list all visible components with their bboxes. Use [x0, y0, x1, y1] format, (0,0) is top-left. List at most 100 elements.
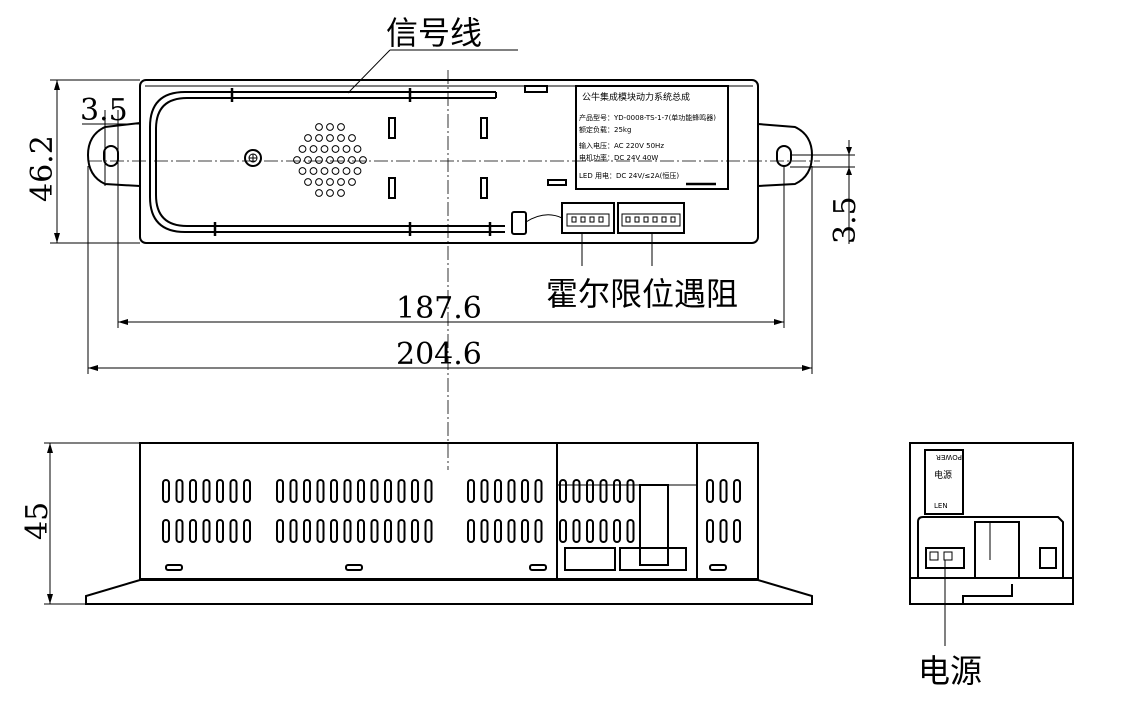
buzzer-hole: [326, 178, 334, 186]
vent-slot: [494, 519, 502, 543]
vent-slot: [534, 519, 543, 543]
buzzer-hole: [348, 134, 356, 142]
buzzer-hole: [348, 178, 356, 186]
vent-slot: [599, 519, 608, 543]
vent-slot: [411, 479, 419, 503]
buzzer-hole: [315, 189, 323, 197]
power-label: 电源: [918, 652, 982, 690]
limit-connector-6pin: [617, 202, 685, 234]
vent-slot: [733, 519, 741, 543]
dim-3-5-right: 3.5: [828, 196, 863, 244]
buzzer-hole: [359, 156, 367, 164]
vent-slot: [243, 519, 251, 543]
vent-slot: [521, 519, 529, 543]
vent-slot: [189, 479, 197, 503]
vent-slot: [719, 479, 728, 503]
buzzer-hole: [337, 189, 345, 197]
vent-slot: [202, 479, 211, 503]
front-vent-slots: [162, 479, 741, 543]
vent-slot: [370, 479, 379, 503]
front-body-outline: [139, 442, 759, 580]
vent-slot: [480, 479, 489, 503]
vent-slot: [507, 479, 516, 503]
nameplate-model: 产品型号：YD-0008-TS-1-7(单功能蜂鸣器): [579, 113, 716, 122]
side-label-len: LEN: [934, 502, 948, 510]
vent-slot: [243, 479, 251, 503]
dimension-offset-right: 3.5: [790, 140, 863, 244]
buzzer-hole: [348, 156, 356, 164]
buzzer-hole: [337, 178, 345, 186]
dim-46-2: 46.2: [25, 135, 60, 202]
top-body-outline: [139, 79, 759, 244]
signal-wire-label: 信号线: [386, 14, 482, 52]
vent-slot: [586, 479, 594, 503]
side-label-plate: [924, 449, 964, 515]
vent-slot: [189, 519, 197, 543]
vent-slot: [480, 519, 489, 543]
buzzer-hole: [342, 167, 351, 175]
vent-slot: [303, 519, 311, 543]
nameplate-led-power: LED 用电：DC 24V/≤2A(恒压): [579, 171, 679, 180]
side-view: POWER 电源 LEN 电源: [909, 442, 1074, 690]
nameplate-motor-power: 电机功率：DC 24V 40W: [579, 153, 658, 162]
nameplate-title: 公牛集成模块动力系统总成: [582, 91, 690, 103]
signal-wire-leader: [347, 49, 391, 94]
front-cable-channel: [639, 484, 669, 566]
buzzer-hole: [315, 134, 323, 142]
buzzer-hole: [315, 156, 323, 164]
buzzer-hole: [320, 167, 329, 175]
vent-slot: [424, 479, 433, 503]
vent-slot: [276, 519, 284, 543]
vent-slot: [706, 479, 714, 503]
buzzer-hole: [326, 123, 334, 131]
vent-slot: [706, 519, 714, 543]
buzzer-hole: [315, 178, 323, 186]
vent-slot: [626, 479, 635, 503]
vent-slot: [162, 479, 170, 503]
dim-204-6: 204.6: [396, 337, 482, 372]
vent-slot: [289, 479, 298, 503]
front-connector-a: [564, 547, 616, 571]
right-mounting-hole: [776, 145, 792, 167]
buzzer-hole: [298, 145, 307, 153]
side-label-cn: 电源: [934, 469, 952, 481]
buzzer-hole: [353, 145, 362, 153]
vent-slot: [370, 519, 379, 543]
vent-slot: [507, 519, 516, 543]
buzzer-hole: [304, 134, 312, 142]
vent-slot: [357, 519, 365, 543]
vent-slot: [613, 479, 621, 503]
nameplate-rated-load: 额定负载：25kg: [579, 125, 631, 134]
front-view: 45: [20, 442, 813, 605]
vent-slot: [467, 519, 475, 543]
vent-slot: [397, 519, 406, 543]
buzzer-hole: [337, 134, 345, 142]
side-label-power: POWER: [936, 453, 962, 461]
dim-187-6: 187.6: [396, 291, 482, 326]
vent-slot: [626, 519, 635, 543]
vent-slot: [202, 519, 211, 543]
signal-wire-channel: [149, 91, 505, 233]
signal-plug: [511, 211, 527, 235]
vent-slot: [330, 479, 338, 503]
vent-slot: [733, 479, 741, 503]
buzzer-hole: [337, 123, 345, 131]
dimension-offset-left: 3.5: [80, 93, 140, 186]
dimension-hole-spacing: 187.6: [117, 166, 785, 328]
vent-slot: [216, 519, 224, 543]
vent-slot: [467, 479, 475, 503]
vent-slot: [599, 479, 608, 503]
dimension-overall-length: 204.6: [87, 166, 813, 374]
vent-slot: [397, 479, 406, 503]
buzzer-hole: [315, 123, 323, 131]
vent-slot: [411, 519, 419, 543]
buzzer-hole: [326, 156, 334, 164]
front-connector-b: [619, 547, 687, 571]
buzzer-hole: [309, 167, 318, 175]
hall-limit-stall-label: 霍尔限位遇阻: [546, 275, 738, 313]
vent-slot: [719, 519, 728, 543]
vent-slot: [424, 519, 433, 543]
vent-slot: [303, 479, 311, 503]
vent-slot: [572, 479, 581, 503]
vent-slot: [357, 479, 365, 503]
